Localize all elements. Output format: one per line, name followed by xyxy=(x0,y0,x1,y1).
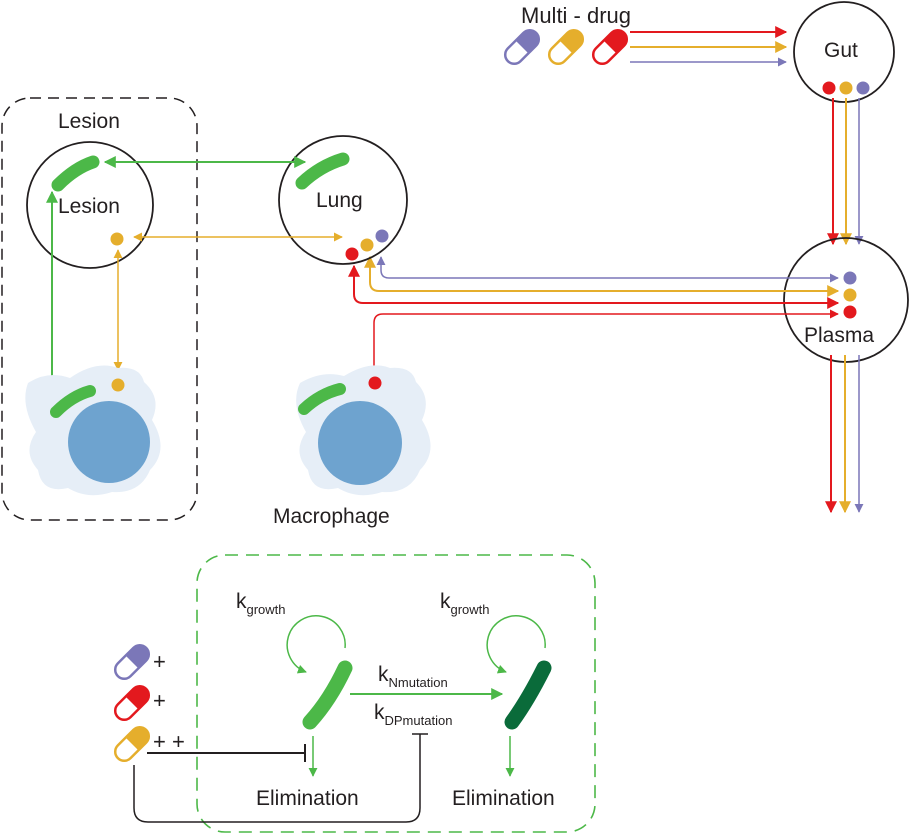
bacterium-icon xyxy=(295,152,350,190)
mechanism-box xyxy=(196,554,596,833)
gut-label: Gut xyxy=(824,39,858,62)
capsule-icon xyxy=(591,28,629,66)
lung-plasma-purple xyxy=(376,256,839,283)
capsule-icon xyxy=(113,725,151,763)
plasma-label: Plasma xyxy=(804,324,874,347)
k-dp-mutation: kDPmutation xyxy=(374,701,452,728)
macrophage-icon xyxy=(25,365,161,496)
bacterium-icon xyxy=(302,660,353,730)
lesion-label: Lesion xyxy=(58,195,120,218)
capsule-icon xyxy=(113,684,151,722)
lung-plasma-red xyxy=(348,264,840,309)
bacterium-icon xyxy=(51,155,100,192)
plus-purple: + xyxy=(153,649,166,674)
plus-plus-yellow: + + xyxy=(153,729,185,754)
k-n-mutation: kNmutation xyxy=(378,663,448,690)
lesion-box xyxy=(1,97,198,521)
macrophage-icon xyxy=(296,365,431,496)
capsule-icon xyxy=(547,28,585,66)
macrophage-label: Macrophage xyxy=(273,505,390,528)
drug-dot-icon xyxy=(375,229,389,243)
elimination-left-label: Elimination xyxy=(256,787,359,810)
gut-compartment xyxy=(793,1,895,103)
lung-compartment xyxy=(278,135,408,265)
drug-dot-icon xyxy=(345,247,359,261)
drug-dot-icon xyxy=(843,305,857,319)
drug-dot-icon xyxy=(839,81,853,95)
capsule-icon xyxy=(113,643,151,681)
lesion-compartment xyxy=(26,141,154,269)
title-label: Multi - drug xyxy=(521,3,631,28)
inhibition-line-mutation xyxy=(133,734,421,823)
plus-red: + xyxy=(153,688,166,713)
elimination-right-label: Elimination xyxy=(452,787,555,810)
k-growth-left: kgrowth xyxy=(236,590,286,617)
drug-dot-icon xyxy=(843,271,857,285)
drug-dot-icon xyxy=(110,232,124,246)
lung-plasma-yellow xyxy=(364,255,840,297)
drug-dot-icon xyxy=(856,81,870,95)
drug-dot-icon xyxy=(360,238,374,252)
plasma-macrophage-red xyxy=(369,309,839,375)
lung-label: Lung xyxy=(316,189,363,212)
k-growth-right: kgrowth xyxy=(440,590,490,617)
capsule-icon xyxy=(503,28,541,66)
lesion-box-label: Lesion xyxy=(58,110,120,133)
mutant-bacterium-icon xyxy=(504,660,552,730)
growth-loop-left xyxy=(286,615,346,674)
growth-loop-right xyxy=(486,615,546,674)
drug-dot-icon xyxy=(843,288,857,302)
drug-dot-icon xyxy=(822,81,836,95)
